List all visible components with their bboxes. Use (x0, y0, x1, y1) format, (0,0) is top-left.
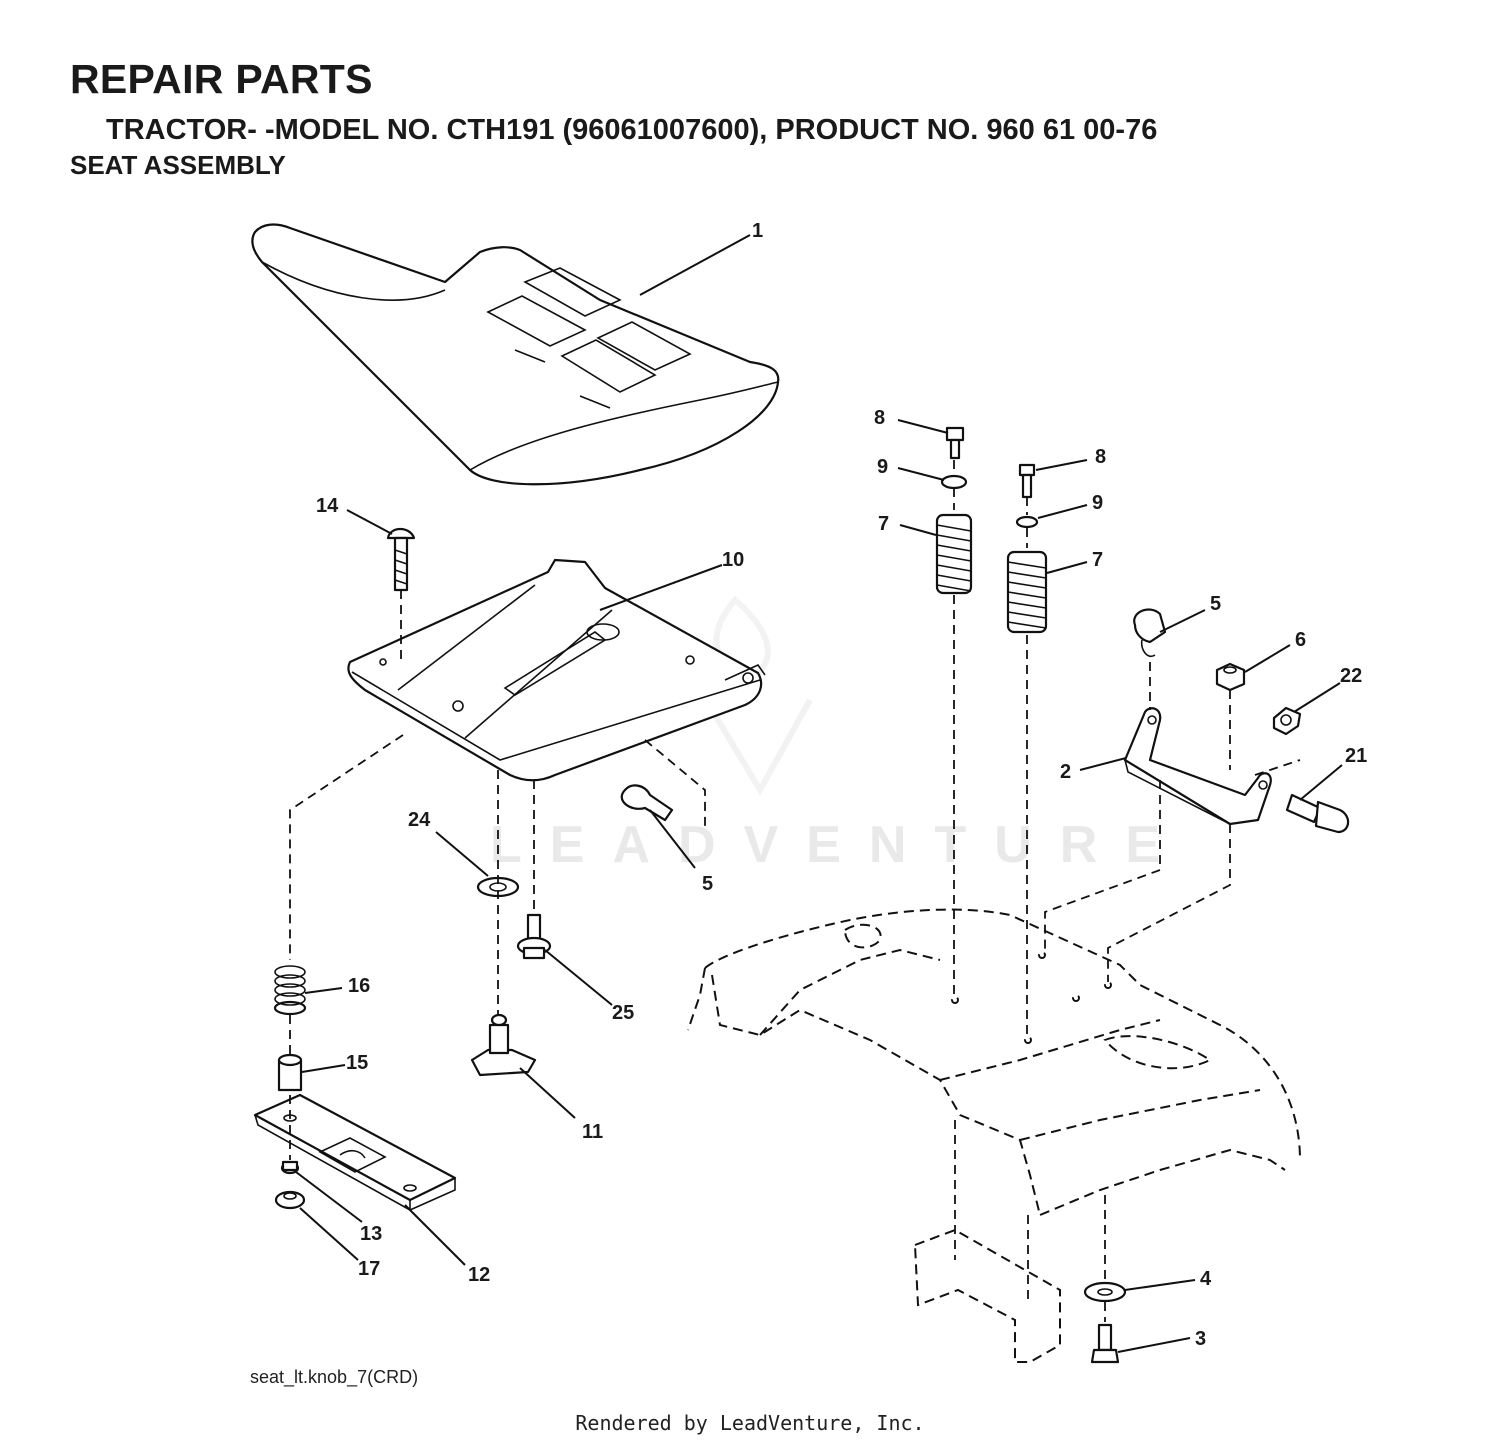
callout-25: 25 (612, 1002, 634, 1024)
bolt-3[interactable] (1090, 1323, 1120, 1364)
leader-lines (295, 234, 1343, 1353)
shoulder-bolt-25[interactable] (516, 913, 552, 960)
section-title: SEAT ASSEMBLY (70, 150, 286, 180)
bushing-15[interactable] (277, 1053, 303, 1092)
callout-5-upper: 5 (1210, 593, 1221, 615)
spring-7-left[interactable] (935, 513, 973, 595)
carriage-bolt-14[interactable] (386, 527, 416, 592)
assembly-lines (289, 460, 1301, 1322)
washer-9-right[interactable] (1015, 515, 1039, 529)
callout-9-right: 9 (1092, 492, 1103, 514)
bracket-2[interactable] (1123, 707, 1272, 826)
watermark-text: LEADVENTURE (490, 816, 1189, 874)
spring-7-right[interactable] (1006, 550, 1048, 634)
bolt-8-left[interactable] (945, 426, 965, 460)
callout-14: 14 (316, 495, 339, 517)
callout-22: 22 (1340, 665, 1362, 687)
callout-numbers: 1 2 3 4 5 5 5 6 7 7 8 8 9 9 10 11 12 13 … (316, 220, 1367, 1350)
nut-6[interactable] (1215, 662, 1246, 692)
washer-4[interactable] (1083, 1281, 1127, 1303)
diagram-code: seat_lt.knob_7(CRD) (250, 1367, 419, 1387)
callout-6: 6 (1295, 629, 1306, 651)
washer-4-hole (1097, 1288, 1113, 1296)
knob-11[interactable] (470, 1013, 537, 1077)
seat-pan[interactable] (347, 558, 766, 782)
callout-3: 3 (1195, 1328, 1206, 1350)
callout-10: 10 (722, 549, 744, 571)
flange-nut-17[interactable] (274, 1190, 306, 1210)
callout-4: 4 (1200, 1268, 1212, 1290)
callout-7-left: 7 (878, 513, 889, 535)
callout-15: 15 (346, 1052, 368, 1074)
callout-5-left: 5 (702, 873, 713, 895)
callout-24: 24 (408, 809, 431, 831)
callout-21: 21 (1345, 745, 1367, 767)
model-subtitle: TRACTOR- -MODEL NO. CTH191 (96061007600)… (106, 114, 1158, 146)
callout-11: 11 (582, 1121, 603, 1143)
callout-1: 1 (752, 220, 763, 242)
callout-7-right: 7 (1092, 549, 1103, 571)
callout-8-right: 8 (1095, 446, 1106, 468)
seat-cushion[interactable] (251, 223, 780, 486)
nut-13[interactable] (280, 1160, 300, 1175)
footer-credit: Rendered by LeadVenture, Inc. (575, 1411, 925, 1435)
callout-9-left: 9 (877, 456, 888, 478)
callout-13: 13 (360, 1223, 382, 1245)
bolt-8-right[interactable] (1018, 463, 1036, 499)
clip-5-right[interactable] (1133, 608, 1167, 658)
callout-17: 17 (358, 1258, 380, 1280)
slide-bracket-12[interactable] (253, 1093, 457, 1212)
nut-22[interactable] (1272, 706, 1302, 736)
page-title: REPAIR PARTS (70, 56, 373, 102)
callout-16: 16 (348, 975, 370, 997)
bolt-21[interactable] (1285, 793, 1350, 834)
clip-5-left[interactable] (620, 784, 674, 822)
callout-8-left: 8 (874, 407, 885, 429)
spring-16[interactable] (273, 965, 307, 1016)
tractor-fender-outline (687, 908, 1301, 1363)
washer-9-left[interactable] (940, 474, 968, 490)
callout-2: 2 (1060, 761, 1071, 783)
callout-12: 12 (468, 1264, 490, 1286)
